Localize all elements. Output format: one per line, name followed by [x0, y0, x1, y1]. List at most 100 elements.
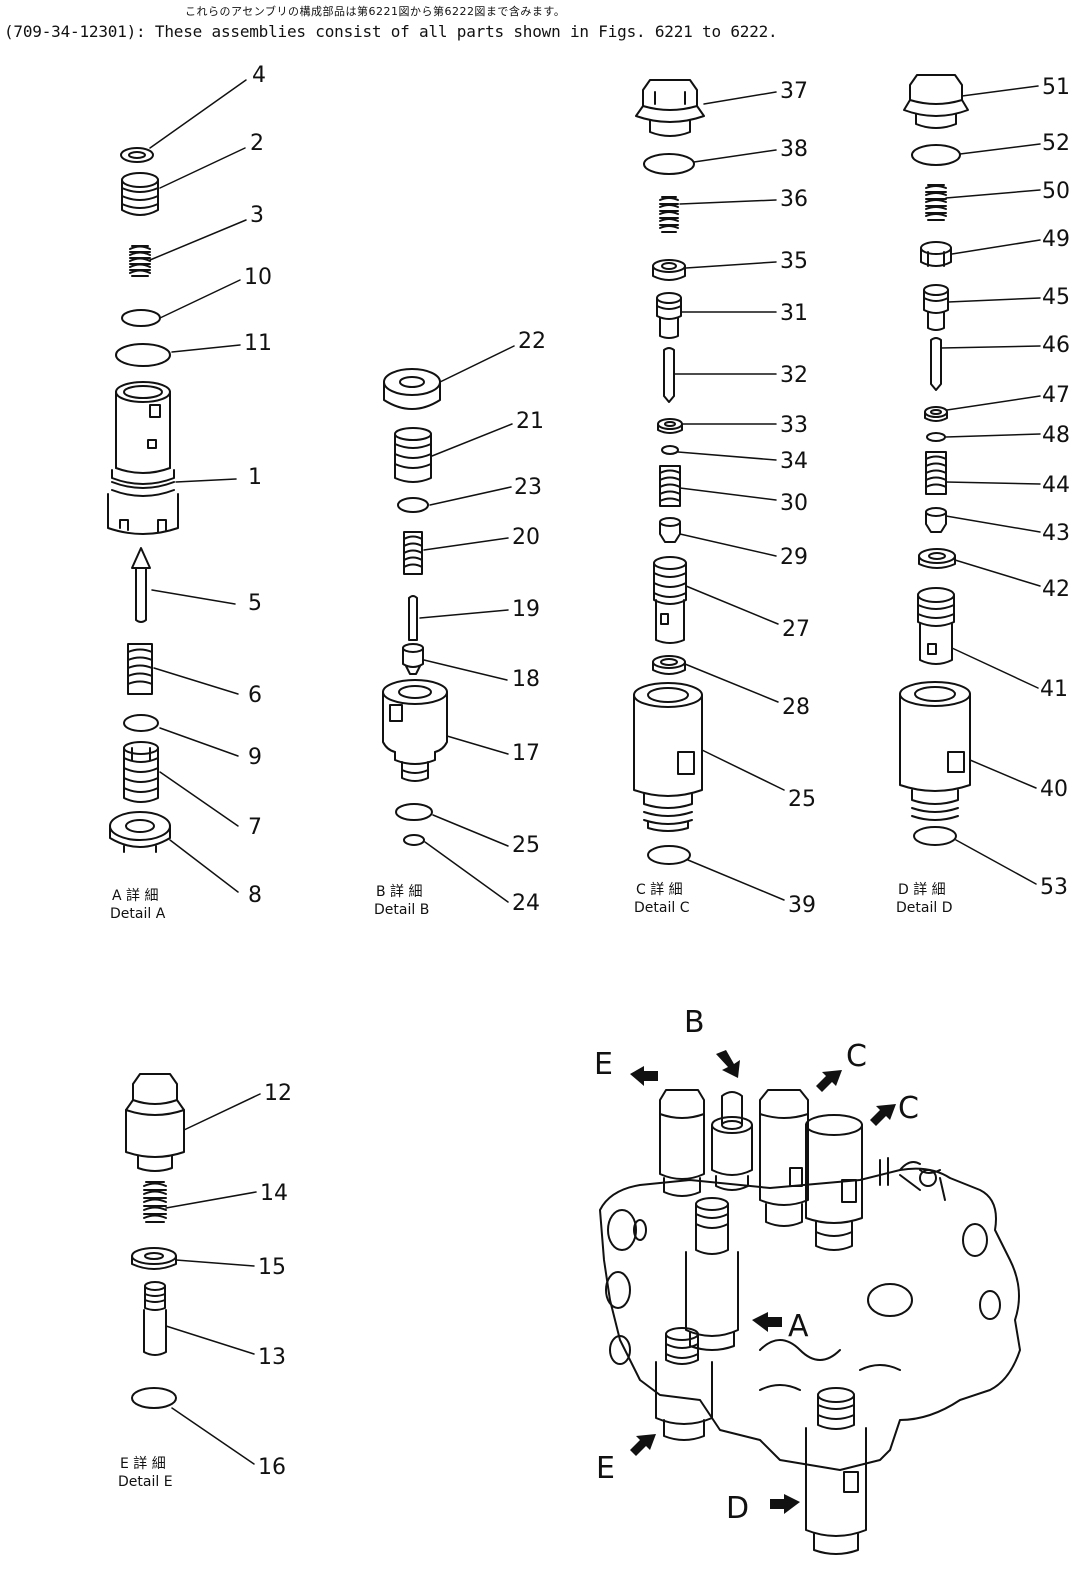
- detail-b-jp: B 詳 細: [376, 884, 423, 900]
- callout-c-right: C: [898, 1091, 919, 1126]
- detail-c-en: Detail C: [634, 900, 690, 916]
- part-41-sleeve: [917, 587, 955, 665]
- label-part-24: 24: [512, 891, 540, 916]
- part-1-body: [107, 381, 179, 535]
- label-part-52: 52: [1042, 131, 1070, 156]
- part-46-rod: [930, 337, 942, 391]
- part-48-ring: [926, 432, 946, 442]
- label-part-23: 23: [514, 475, 542, 500]
- part-45-piston: [923, 284, 949, 331]
- label-part-44: 44: [1042, 473, 1070, 498]
- part-14-spring: [143, 1181, 167, 1223]
- label-part-26: 25: [788, 787, 816, 812]
- label-part-41: 41: [1040, 677, 1068, 702]
- part-32-rod: [663, 347, 675, 403]
- label-part-49: 49: [1042, 227, 1070, 252]
- label-part-39: 39: [788, 893, 816, 918]
- part-35-seat: [652, 259, 686, 281]
- label-part-34: 34: [780, 449, 808, 474]
- part-13-spool: [143, 1281, 167, 1356]
- label-part-2: 2: [250, 131, 264, 156]
- part-53-ring: [913, 826, 957, 846]
- header-english: (709-34-12301): These assemblies consist…: [4, 22, 778, 41]
- part-number-labels: 4 2 3 10 11 1 5 6 9 7 8 22 21 23 20 19 1…: [110, 63, 1070, 1526]
- label-part-4: 4: [252, 63, 266, 88]
- part-47-washer: [924, 406, 948, 422]
- part-34-ring: [661, 445, 679, 455]
- detail-a-en: Detail A: [110, 906, 166, 922]
- detail-d-jp: D 詳 細: [898, 882, 946, 898]
- part-3-spring: [129, 245, 151, 277]
- part-29-poppet: [659, 517, 681, 543]
- callout-d: D: [726, 1491, 749, 1526]
- callout-e-upper: E: [594, 1047, 613, 1082]
- part-43-poppet: [925, 507, 947, 533]
- label-part-16: 16: [258, 1455, 286, 1480]
- label-part-51: 51: [1042, 75, 1070, 100]
- callout-e-lower: E: [596, 1451, 615, 1486]
- header-japanese: これらのアセンブリの構成部品は第6221図から第6222図まで含みます。: [185, 5, 566, 18]
- arrow-d-icon: [770, 1494, 800, 1514]
- detail-a-jp: A 詳 細: [112, 888, 158, 904]
- label-part-50: 50: [1042, 179, 1070, 204]
- callout-b: B: [684, 1005, 705, 1040]
- part-11-ring: [115, 343, 171, 367]
- label-part-6: 6: [248, 683, 262, 708]
- arrow-e-upper-icon: [630, 1066, 658, 1086]
- part-15-seat: [131, 1247, 177, 1270]
- label-part-53: 53: [1040, 875, 1068, 900]
- part-10-ring: [121, 309, 161, 327]
- arrow-a-icon: [752, 1312, 782, 1332]
- label-part-14: 14: [260, 1181, 288, 1206]
- label-part-10: 10: [244, 265, 272, 290]
- part-5-poppet: [131, 547, 151, 623]
- valve-assembly: [599, 1050, 1021, 1555]
- detail-c-group: [633, 79, 705, 865]
- label-part-15: 15: [258, 1255, 286, 1280]
- label-part-5: 5: [248, 591, 262, 616]
- part-8-nut: [109, 811, 171, 853]
- part-7-spool: [123, 741, 159, 803]
- part-31-piston: [656, 292, 682, 339]
- arrow-c-right-icon: [870, 1104, 896, 1126]
- label-part-35: 35: [780, 249, 808, 274]
- part-33-washer: [657, 418, 683, 434]
- label-part-28: 28: [782, 695, 810, 720]
- part-9-ring: [123, 714, 159, 732]
- part-37-plug: [635, 79, 705, 137]
- label-part-1: 1: [248, 465, 262, 490]
- part-36-spring: [659, 196, 679, 233]
- label-part-36: 36: [780, 187, 808, 212]
- label-part-3: 3: [250, 203, 264, 228]
- detail-d-en: Detail D: [896, 900, 952, 916]
- detail-e-jp: E 詳 細: [120, 1456, 166, 1472]
- part-44-spring: [925, 451, 947, 495]
- part-17-body: [382, 679, 448, 782]
- label-part-38: 38: [780, 137, 808, 162]
- part-50-spring: [925, 184, 947, 221]
- detail-c-jp: C 詳 細: [636, 882, 683, 898]
- detail-e-group: [125, 1073, 185, 1409]
- label-part-43: 43: [1042, 521, 1070, 546]
- part-38-ring: [643, 153, 695, 175]
- part-16-ring: [131, 1387, 177, 1409]
- part-2-plug: [121, 172, 159, 216]
- arrow-c-left-icon: [816, 1070, 842, 1092]
- label-part-37: 37: [780, 79, 808, 104]
- label-part-17: 17: [512, 741, 540, 766]
- label-part-21: 21: [516, 409, 544, 434]
- detail-d-group: [899, 74, 971, 846]
- part-6-spring: [127, 643, 153, 695]
- part-24-ring: [403, 834, 425, 846]
- label-part-27: 27: [782, 617, 810, 642]
- label-part-8: 8: [248, 883, 262, 908]
- part-23-ring: [397, 497, 429, 513]
- part-49-seat: [920, 241, 952, 267]
- label-part-12: 12: [264, 1081, 292, 1106]
- label-part-11: 11: [244, 331, 272, 356]
- label-part-40: 40: [1040, 777, 1068, 802]
- label-part-30: 30: [780, 491, 808, 516]
- part-20-spring: [403, 531, 423, 575]
- callout-c-left: C: [846, 1039, 867, 1074]
